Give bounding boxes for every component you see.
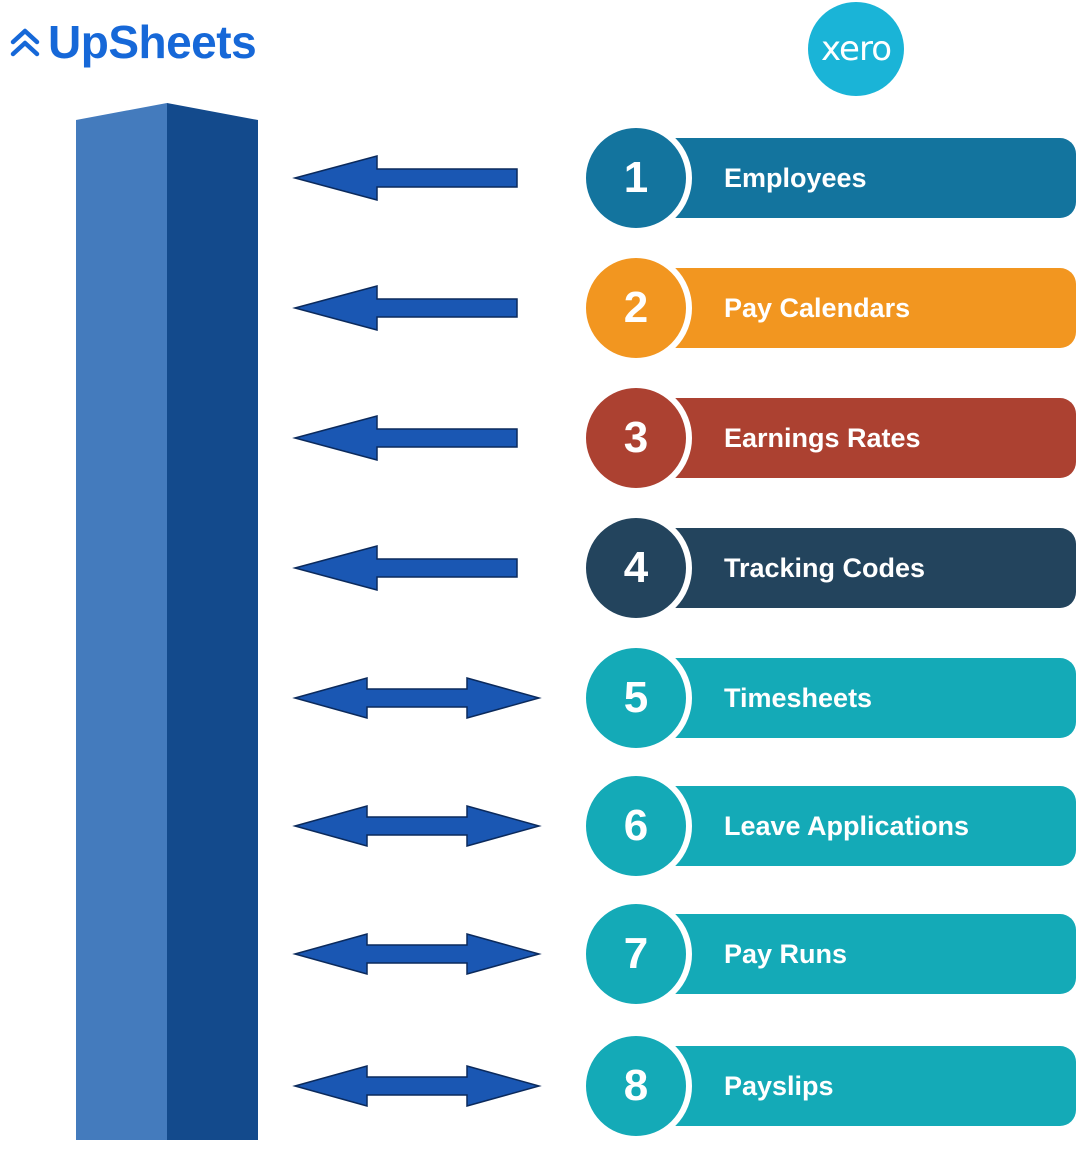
data-type-item: 7 Pay Runs — [580, 898, 1078, 1010]
step-number-badge: 5 — [580, 642, 692, 754]
data-type-bar — [620, 786, 1076, 866]
upsheets-brand-name: UpSheets — [48, 16, 257, 68]
double-arrow-icon — [292, 1065, 542, 1107]
data-type-item: 3 Earnings Rates — [580, 382, 1078, 494]
step-number-badge: 2 — [580, 252, 692, 364]
data-type-bar — [620, 398, 1076, 478]
step-number-badge: 1 — [580, 122, 692, 234]
arrow-shape — [292, 155, 518, 201]
step-number-badge: 7 — [580, 898, 692, 1010]
left-arrow-icon — [292, 155, 518, 201]
pillar-front-face — [76, 103, 167, 1140]
data-type-label: Pay Runs — [724, 939, 848, 969]
upsheets-logo: UpSheets — [8, 12, 257, 72]
data-type-bar — [620, 138, 1076, 218]
arrow-shape — [292, 545, 518, 591]
data-type-label: Tracking Codes — [724, 553, 926, 583]
data-type-label: Earnings Rates — [724, 423, 921, 453]
data-type-label: Payslips — [724, 1071, 834, 1101]
double-chevron-up-icon — [10, 28, 40, 57]
pillar-side-face — [167, 103, 258, 1140]
double-arrow-icon — [292, 933, 542, 975]
data-type-label: Leave Applications — [724, 811, 970, 841]
double-arrow-icon — [292, 805, 542, 847]
data-type-item: 1 Employees — [580, 122, 1078, 234]
data-type-bar — [620, 914, 1076, 994]
xero-logo: xero — [808, 2, 904, 96]
data-type-label: Pay Calendars — [724, 293, 911, 323]
data-type-item: 5 Timesheets — [580, 642, 1078, 754]
data-type-bar — [620, 1046, 1076, 1126]
step-number-badge: 6 — [580, 770, 692, 882]
data-type-bar — [620, 528, 1076, 608]
arrow-shape — [292, 933, 542, 975]
data-type-item: 8 Payslips — [580, 1030, 1078, 1142]
data-type-bar — [620, 658, 1076, 738]
data-type-item: 4 Tracking Codes — [580, 512, 1078, 624]
left-arrow-icon — [292, 415, 518, 461]
arrow-shape — [292, 805, 542, 847]
upsheets-pillar — [76, 103, 258, 1140]
step-number-badge: 8 — [580, 1030, 692, 1142]
arrow-shape — [292, 285, 518, 331]
arrow-shape — [292, 415, 518, 461]
arrow-shape — [292, 677, 542, 719]
data-type-item: 6 Leave Applications — [580, 770, 1078, 882]
data-type-label: Timesheets — [724, 683, 873, 713]
left-arrow-icon — [292, 545, 518, 591]
arrow-shape — [292, 1065, 542, 1107]
data-type-bar — [620, 268, 1076, 348]
double-arrow-icon — [292, 677, 542, 719]
data-type-label: Employees — [724, 163, 867, 193]
data-type-item: 2 Pay Calendars — [580, 252, 1078, 364]
step-number-badge: 4 — [580, 512, 692, 624]
step-number-badge: 3 — [580, 382, 692, 494]
left-arrow-icon — [292, 285, 518, 331]
